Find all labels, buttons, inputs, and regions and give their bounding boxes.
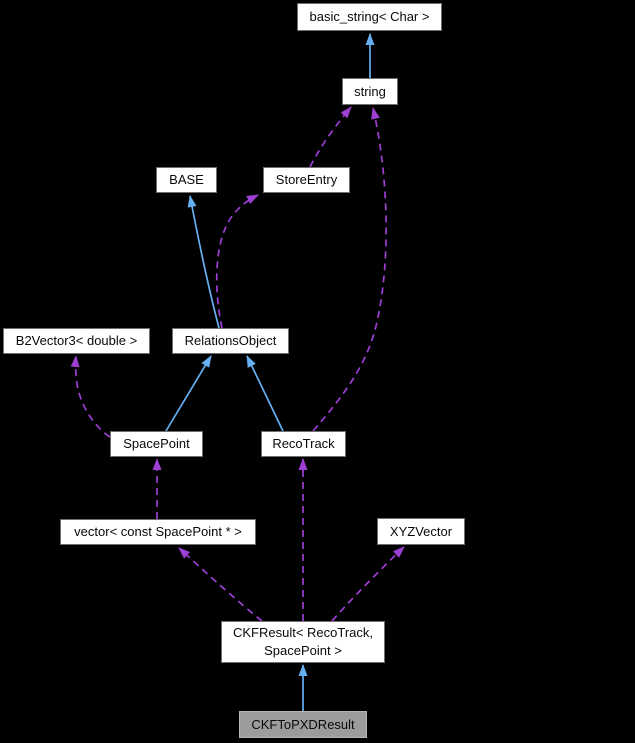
edge-reco-track-to-relations-object bbox=[246, 355, 284, 432]
node-label: vector< const SpacePoint * > bbox=[74, 524, 242, 540]
node-store-entry[interactable]: StoreEntry bbox=[263, 167, 350, 193]
node-ckf-to-pxd-result: CKFToPXDResult bbox=[239, 711, 367, 738]
node-label: string bbox=[354, 83, 386, 99]
node-label: StoreEntry bbox=[275, 172, 338, 188]
node-label: RecoTrack bbox=[272, 436, 335, 452]
node-label: basic_string< Char > bbox=[309, 9, 430, 25]
node-ckf-result[interactable]: CKFResult< RecoTrack, SpacePoint > bbox=[221, 621, 385, 663]
edge-ckf-result-to-vector-const-spacepoint bbox=[178, 547, 263, 622]
node-label: CKFToPXDResult bbox=[251, 716, 355, 732]
node-label: BASE bbox=[169, 172, 204, 188]
node-label: SpacePoint bbox=[123, 436, 190, 452]
node-xyzvector[interactable]: XYZVector bbox=[377, 518, 465, 545]
node-vector-const-spacepoint[interactable]: vector< const SpacePoint * > bbox=[60, 519, 256, 545]
node-label: SpacePoint > bbox=[264, 643, 342, 658]
node-base[interactable]: BASE bbox=[156, 167, 217, 193]
node-label: CKFResult< RecoTrack, bbox=[232, 625, 374, 641]
node-label: RelationsObject bbox=[184, 333, 277, 349]
edge-ckf-result-to-xyzvector bbox=[331, 546, 405, 622]
edge-store-entry-to-string bbox=[309, 106, 352, 168]
node-label: XYZVector bbox=[389, 523, 453, 539]
edge-reco-track-to-string bbox=[312, 107, 387, 432]
node-string[interactable]: string bbox=[342, 78, 398, 105]
edge-relations-object-to-base bbox=[187, 195, 220, 329]
node-relations-object[interactable]: RelationsObject bbox=[172, 328, 289, 354]
edge-space-point-to-b2vector3-double bbox=[70, 355, 111, 438]
node-basic-string[interactable]: basic_string< Char > bbox=[297, 3, 442, 31]
edge-space-point-to-relations-object bbox=[165, 355, 212, 432]
node-b2vector3-double[interactable]: B2Vector3< double > bbox=[3, 328, 150, 354]
node-space-point[interactable]: SpacePoint bbox=[110, 431, 203, 457]
node-label: B2Vector3< double > bbox=[15, 333, 138, 349]
node-reco-track[interactable]: RecoTrack bbox=[261, 431, 346, 457]
edge-relations-object-to-store-entry bbox=[215, 194, 259, 329]
